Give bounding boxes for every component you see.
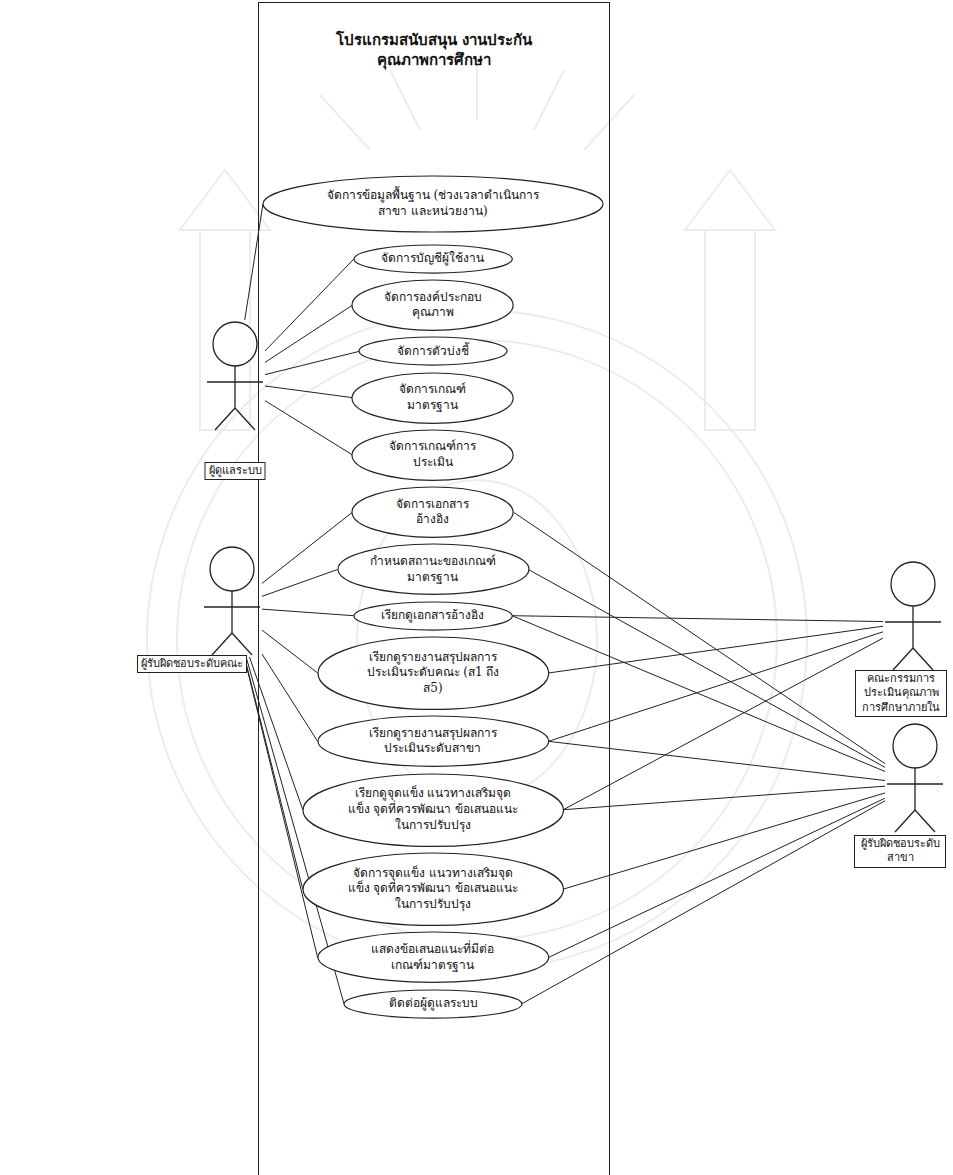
- association-line: [245, 657, 303, 889]
- actor-label: ผู้รับผิดชอบระดับสาขา: [854, 835, 946, 868]
- use-case-ellipse: เรียกดูรายงานสรุปผลการประเมินระดับคณะ (ส…: [317, 636, 550, 710]
- use-case-label: เรียกดูรายงานสรุปผลการประเมินระดับสาขา: [356, 726, 510, 757]
- association-line: [548, 798, 885, 957]
- association-line: [265, 259, 354, 351]
- use-case-label: จัดการองค์ประกอบคุณภาพ: [380, 290, 485, 321]
- association-line: [563, 786, 885, 810]
- use-case-label: จัดการเอกสารอ้างอิง: [380, 497, 485, 528]
- association-line: [262, 570, 338, 597]
- actor-figure: ผู้รับผิดชอบระดับคณะ: [202, 545, 262, 657]
- use-case-label: ติดต่อผู้ดูแลระบบ: [389, 996, 478, 1012]
- use-case-ellipse: จัดการเอกสารอ้างอิง: [351, 486, 514, 538]
- system-title: โปรแกรมสนับสนุน งานประกันคุณภาพการศึกษา: [319, 31, 549, 70]
- association-line: [514, 512, 885, 763]
- use-case-ellipse: จัดการข้อมูลพื้นฐาน (ช่วงเวลาดำเนินการ ส…: [262, 175, 604, 233]
- actor-figure: คณะกรรมการประเมินคุณภาพการศึกษาภายใน: [883, 560, 943, 672]
- use-case-ellipse: แสดงข้อเสนอแนะที่มีต่อเกณฑ์มาตรฐาน: [317, 931, 550, 983]
- use-case-label: จัดการเกณฑ์การประเมิน: [380, 439, 485, 470]
- association-line: [528, 570, 885, 768]
- use-case-ellipse: จัดการตัวบ่งชี้: [358, 336, 508, 366]
- use-case-label: จัดการบัญชีผู้ใช้งาน: [381, 251, 484, 267]
- association-line: [512, 616, 883, 622]
- association-line: [522, 801, 885, 1004]
- use-case-ellipse: จัดการบัญชีผู้ใช้งาน: [353, 244, 513, 274]
- use-case-ellipse: จัดการองค์ประกอบคุณภาพ: [351, 279, 514, 331]
- use-case-ellipse: ติดต่อผู้ดูแลระบบ: [343, 989, 523, 1019]
- use-case-ellipse: จัดการจุดแข็ง แนวทางเสริมจุดแข็ง จุดที่ค…: [302, 852, 565, 926]
- association-line: [265, 351, 359, 374]
- association-line: [265, 305, 352, 362]
- association-line: [548, 632, 883, 742]
- association-line: [265, 386, 352, 398]
- use-case-label: เรียกดูจุดแข็ง แนวทางเสริมจุดแข็ง จุดที่…: [346, 786, 521, 833]
- use-case-ellipse: เรียกดูจุดแข็ง แนวทางเสริมจุดแข็ง จุดที่…: [302, 773, 565, 847]
- stick-figure: [202, 545, 262, 657]
- use-case-ellipse: กำหนดสถานะของเกณฑ์มาตรฐาน: [337, 543, 530, 595]
- association-line: [262, 654, 318, 741]
- use-case-label: แสดงข้อเสนอแนะที่มีต่อเกณฑ์มาตรฐาน: [356, 942, 510, 973]
- stick-figure: [205, 320, 265, 432]
- association-line: [265, 401, 352, 455]
- use-case-ellipse: จัดการเกณฑ์การประเมิน: [351, 429, 514, 481]
- use-case-ellipse: จัดการเกณฑ์มาตรฐาน: [351, 372, 514, 424]
- use-case-ellipse: เรียกดูเอกสารอ้างอิง: [353, 601, 513, 631]
- use-case-label: เรียกดูรายงานสรุปผลการประเมินระดับคณะ (ส…: [356, 650, 510, 697]
- association-line: [245, 204, 263, 320]
- stick-figure: [883, 560, 943, 672]
- use-case-label: จัดการจุดแข็ง แนวทางเสริมจุดแข็ง จุดที่ค…: [346, 866, 521, 913]
- actor-label: ผู้ดูแลระบบ: [205, 462, 266, 480]
- association-line: [512, 616, 885, 772]
- use-case-label: จัดการเกณฑ์มาตรฐาน: [380, 382, 485, 413]
- actor-label: คณะกรรมการประเมินคุณภาพการศึกษาภายใน: [855, 670, 947, 717]
- use-case-label: กำหนดสถานะของเกณฑ์มาตรฐาน: [370, 554, 496, 585]
- association-line: [262, 609, 354, 616]
- use-case-ellipse: เรียกดูรายงานสรุปผลการประเมินระดับสาขา: [317, 715, 550, 767]
- association-line: [548, 741, 885, 780]
- actor-figure: ผู้รับผิดชอบระดับสาขา: [885, 722, 945, 834]
- actor-label: ผู้รับผิดชอบระดับคณะ: [137, 655, 247, 673]
- use-case-label: เรียกดูเอกสารอ้างอิง: [381, 608, 484, 624]
- stick-figure: [885, 722, 945, 834]
- actor-figure: ผู้ดูแลระบบ: [205, 320, 265, 432]
- use-case-label: จัดการข้อมูลพื้นฐาน (ช่วงเวลาดำเนินการ ส…: [317, 188, 548, 219]
- association-line: [563, 638, 883, 810]
- system-boundary: จัดการข้อมูลพื้นฐาน (ช่วงเวลาดำเนินการ ส…: [258, 2, 610, 1175]
- use-case-label: จัดการตัวบ่งชี้: [397, 344, 469, 360]
